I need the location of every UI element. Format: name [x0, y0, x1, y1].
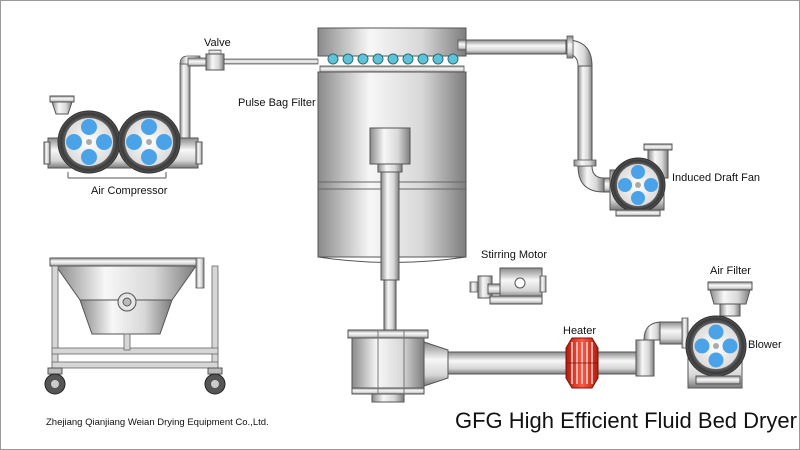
stirring-motor: [469, 267, 547, 305]
heater: [565, 337, 599, 389]
valve: [205, 49, 319, 71]
pulse-bag-filter-label: Pulse Bag Filter: [238, 97, 316, 109]
pulse-bag-filter: [317, 27, 469, 263]
central-duct: [369, 127, 411, 341]
air-filter-label: Air Filter: [710, 265, 751, 277]
heater-label: Heater: [563, 325, 597, 337]
fluid-bed-body: [347, 329, 449, 403]
diagram-title: GFG High Efficient Fluid Bed Dryer: [455, 408, 797, 433]
induced-draft-fan-label: Induced Draft Fan: [672, 172, 761, 184]
blower-label: Blower: [748, 339, 782, 351]
air-compressor-label: Air Compressor: [91, 185, 168, 197]
hot-air-pipe: [447, 317, 689, 377]
feeding-cart: [44, 257, 226, 395]
air-filter: [707, 281, 753, 317]
blower: [685, 315, 747, 389]
induced-draft-fan: [609, 143, 673, 217]
exhaust-duct: [465, 35, 623, 193]
company-name: Zhejiang Qianjiang Weian Drying Equipmen…: [46, 417, 269, 428]
valve-label: Valve: [204, 37, 231, 49]
stirring-motor-label: Stirring Motor: [481, 249, 548, 261]
air-compressor: [43, 55, 207, 179]
